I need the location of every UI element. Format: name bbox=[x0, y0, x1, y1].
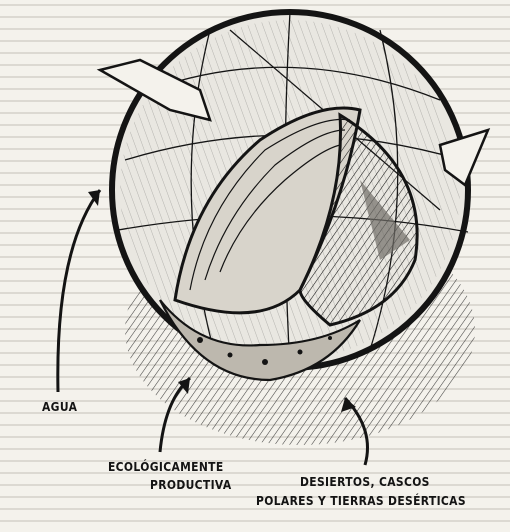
label-desert-line1: DESIERTOS, CASCOS bbox=[300, 473, 430, 490]
label-water: AGUA bbox=[42, 398, 77, 415]
label-productive-line1: ECOLÓGICAMENTE bbox=[108, 458, 224, 475]
label-desert-line2: POLARES Y TIERRAS DESÉRTICAS bbox=[256, 492, 466, 509]
label-productive-line2: PRODUCTIVA bbox=[150, 476, 232, 493]
